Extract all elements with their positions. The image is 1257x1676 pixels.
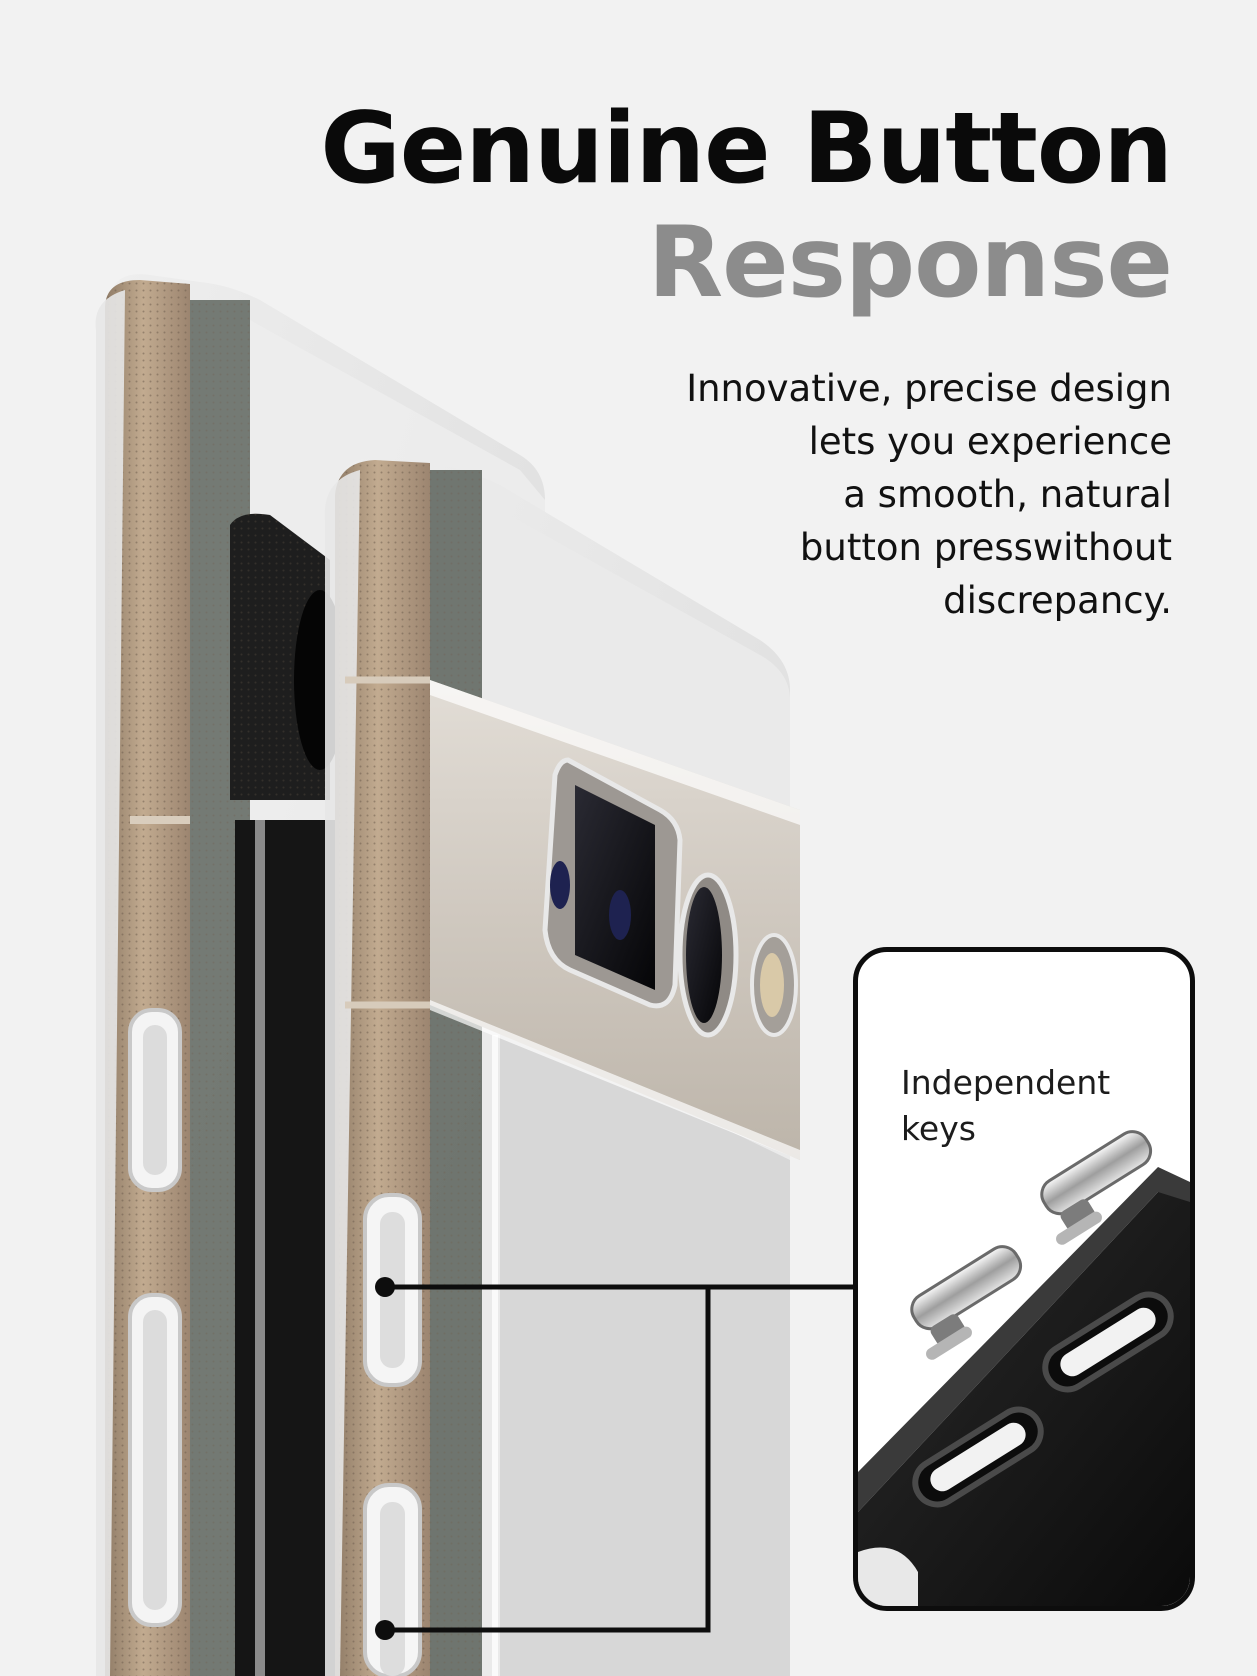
description-text: Innovative, precise design lets you expe… — [612, 362, 1172, 627]
independent-keys-inset: Independent keys — [853, 947, 1195, 1611]
button-hole — [1042, 1291, 1174, 1393]
button-hole — [912, 1406, 1044, 1508]
inset-label-line-1: Independent — [901, 1063, 1111, 1102]
description-line: button presswithout — [799, 526, 1172, 569]
callout-connector — [375, 1277, 853, 1640]
description-line: a smooth, natural — [843, 473, 1172, 516]
description-line: lets you experience — [808, 420, 1172, 463]
headline: Genuine Button Response — [320, 92, 1173, 320]
inset-label: Independent keys — [901, 1060, 1110, 1152]
headline-line-1: Genuine Button — [320, 92, 1173, 206]
inset-label-line-2: keys — [901, 1109, 976, 1148]
key-bottom — [910, 1245, 1023, 1360]
keys-illustration — [858, 1130, 1190, 1606]
description-line: Innovative, precise design — [686, 367, 1172, 410]
key-top — [1040, 1130, 1153, 1245]
front-phone-case — [324, 457, 800, 1676]
headline-line-2: Response — [647, 206, 1173, 320]
description-line: discrepancy. — [943, 579, 1172, 622]
